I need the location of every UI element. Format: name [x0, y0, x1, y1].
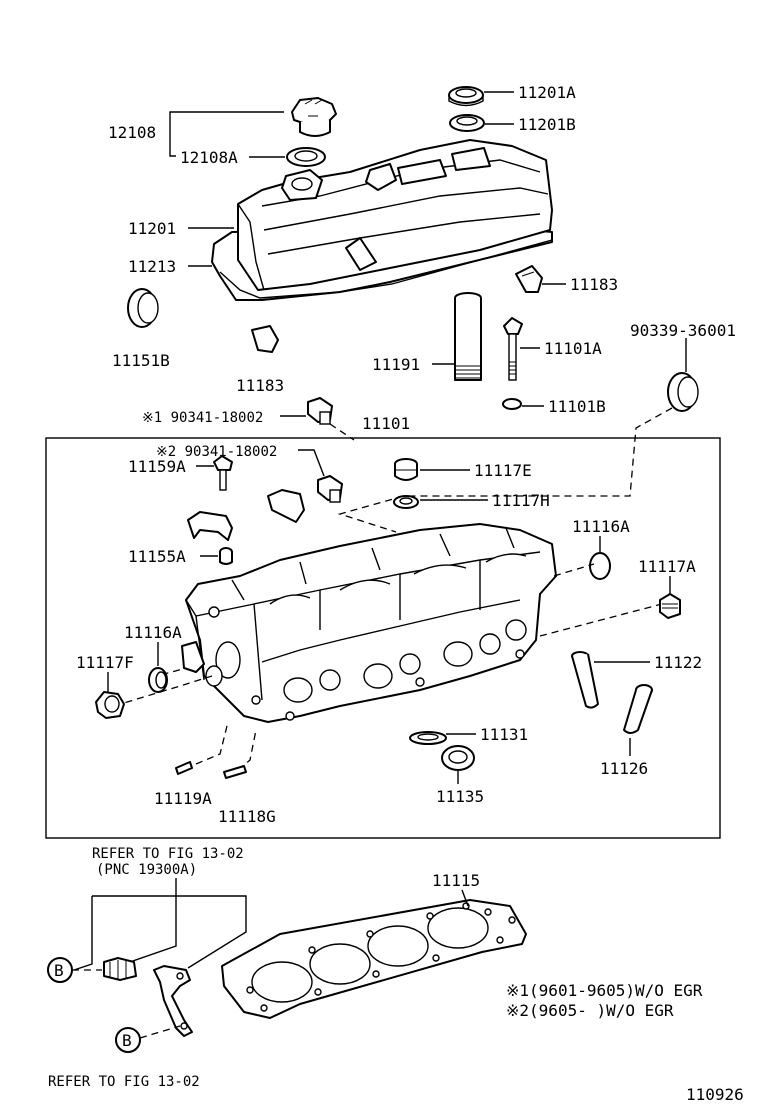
- bearing-cap-parts: [187, 489, 305, 541]
- label-11213: 11213: [128, 257, 176, 276]
- label-11159A: 11159A: [128, 457, 186, 476]
- plug-90339-part: [667, 372, 699, 412]
- half-moon-seal-right-part: [515, 265, 543, 293]
- plug-90341-1-part: [307, 397, 333, 425]
- b-marker-top: B: [47, 957, 73, 983]
- label-11201B: 11201B: [518, 115, 576, 134]
- label-11117F: 11117F: [76, 653, 134, 672]
- bracket-part: [153, 965, 193, 1037]
- vsv-connector-part: [103, 957, 137, 981]
- label-11101B: 11101B: [548, 397, 606, 416]
- plug-11117A-part: [659, 593, 681, 619]
- seal-11201B-part: [449, 114, 485, 132]
- cylinder-head-part: [185, 523, 557, 723]
- label-11118G: 11118G: [218, 807, 276, 826]
- note-1: ※1(9601-9605)W/O EGR: [506, 981, 703, 1000]
- figure-number: 110926: [686, 1085, 744, 1104]
- label-12108: 12108: [108, 123, 156, 142]
- plug-11117E-part: [394, 458, 418, 481]
- label-11101A: 11101A: [544, 339, 602, 358]
- valve-guide-11122-part: [571, 651, 599, 709]
- cap-gasket-part: [286, 147, 326, 167]
- label-11122: 11122: [654, 653, 702, 672]
- label-11135: 11135: [436, 787, 484, 806]
- cam-seal-part: [181, 641, 205, 673]
- stud-bolt-part: [503, 317, 523, 381]
- reference-fig-1-line1: REFER TO FIG 13-02: [92, 846, 244, 862]
- label-12108A: 12108A: [180, 148, 238, 167]
- label-11119A: 11119A: [154, 789, 212, 808]
- seal-11201A-part: [448, 86, 484, 107]
- label-11155A: 11155A: [128, 547, 186, 566]
- svg-text:B: B: [122, 1031, 132, 1050]
- label-90341-2: ※2 90341-18002: [156, 444, 277, 460]
- plug-11116A-left-part: [148, 667, 168, 693]
- label-11126: 11126: [600, 759, 648, 778]
- label-11115: 11115: [432, 871, 480, 890]
- label-11183-left: 11183: [236, 376, 284, 395]
- reference-fig-1-line2: (PNC 19300A): [96, 862, 197, 878]
- head-gasket-part: [221, 899, 527, 1019]
- label-11201: 11201: [128, 219, 176, 238]
- svg-text:B: B: [54, 961, 64, 980]
- reference-fig-2: REFER TO FIG 13-02: [48, 1074, 200, 1090]
- oil-seal-11151B-part: [127, 288, 159, 328]
- oil-filler-cap-part: [291, 97, 337, 137]
- label-11131: 11131: [480, 725, 528, 744]
- ring-11117H-part: [393, 495, 419, 509]
- label-11116A-left: 11116A: [124, 623, 182, 642]
- washer-11101B-part: [502, 398, 522, 410]
- plug-90341-2-part: [317, 475, 343, 503]
- pin-11118G-part: [223, 765, 247, 779]
- spark-plug-tube-part: [454, 292, 482, 381]
- note-2: ※2(9605- )W/O EGR: [506, 1001, 674, 1020]
- label-11183-right: 11183: [570, 275, 618, 294]
- bolt-11159A-part: [213, 455, 233, 491]
- label-11117A: 11117A: [638, 557, 696, 576]
- washer-11131-part: [409, 731, 447, 745]
- label-11101: 11101: [362, 414, 410, 433]
- label-11191: 11191: [372, 355, 420, 374]
- half-moon-seal-left-part: [251, 325, 279, 353]
- valve-guide-11126-part: [623, 684, 653, 734]
- seal-11135-part: [441, 745, 475, 771]
- label-11151B: 11151B: [112, 351, 170, 370]
- plug-11117F-part: [95, 691, 125, 719]
- pin-11119A-part: [175, 761, 193, 775]
- cylinder-head-assembly-box: [45, 437, 721, 839]
- label-11117E: 11117E: [474, 461, 532, 480]
- plug-11116A-right-part: [589, 552, 611, 580]
- head-cover-part: [211, 139, 553, 301]
- label-11116A-right: 11116A: [572, 517, 630, 536]
- label-11201A: 11201A: [518, 83, 576, 102]
- pin-11155A-part: [219, 547, 233, 565]
- label-90339: 90339-36001: [630, 321, 736, 340]
- b-marker-bottom: B: [115, 1027, 141, 1053]
- label-90341-1: ※1 90341-18002: [142, 410, 263, 426]
- label-11117H: 11117H: [492, 491, 550, 510]
